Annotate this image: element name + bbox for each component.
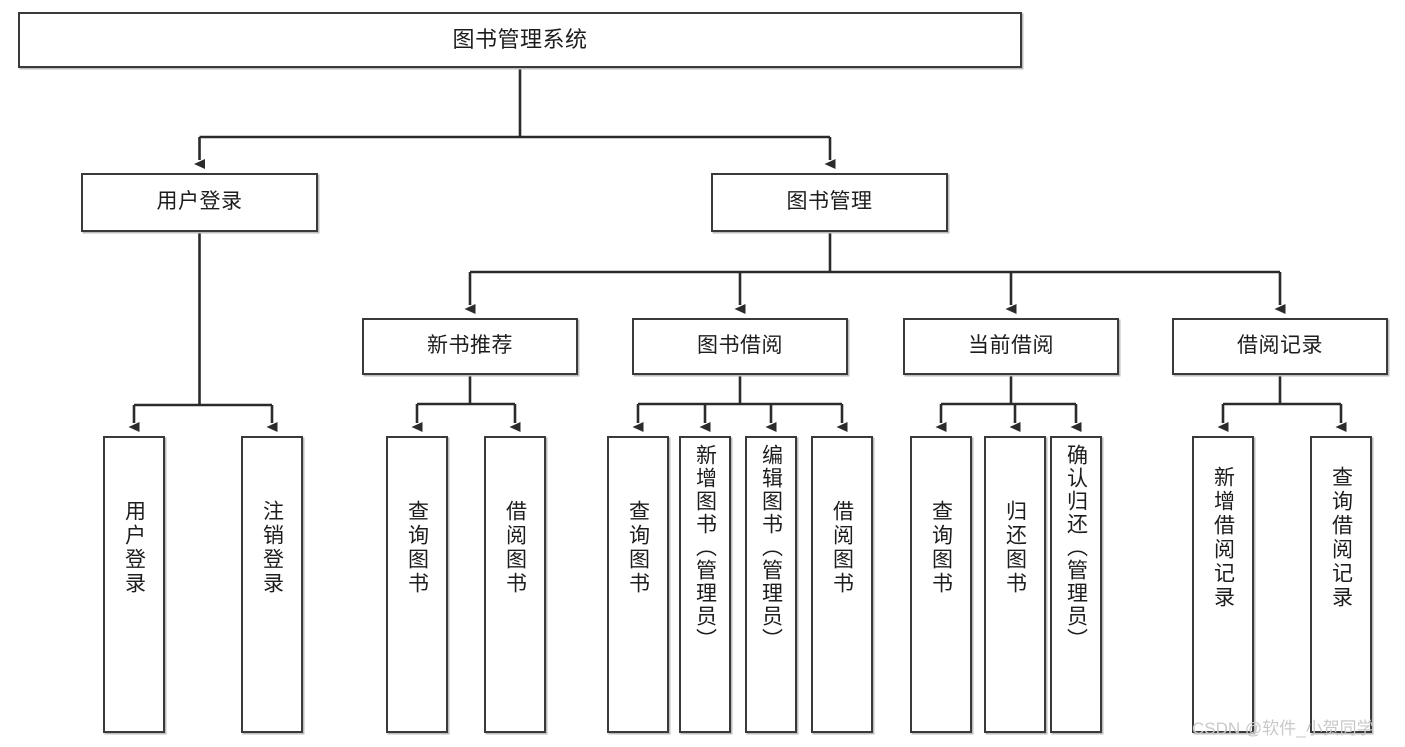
node-leaf-query-book-2-label: 查询图书 <box>626 500 650 596</box>
node-leaf-add-book[interactable]: 新增图书（管理员） <box>679 436 731 733</box>
node-book-borrow-label: 图书借阅 <box>697 334 783 358</box>
node-root-label: 图书管理系统 <box>452 27 588 53</box>
node-leaf-query-book-3[interactable]: 查询图书 <box>910 436 972 733</box>
node-leaf-edit-book-label: 编辑图书（管理员） <box>759 444 783 651</box>
node-leaf-query-record[interactable]: 查询借阅记录 <box>1310 436 1372 733</box>
node-leaf-query-record-label: 查询借阅记录 <box>1329 466 1353 610</box>
node-new-book-rec[interactable]: 新书推荐 <box>362 318 578 375</box>
node-borrow-record-label: 借阅记录 <box>1237 334 1323 358</box>
node-leaf-logout-label: 注销登录 <box>260 500 284 596</box>
node-leaf-add-book-label: 新增图书（管理员） <box>693 444 717 651</box>
node-leaf-query-book-1[interactable]: 查询图书 <box>386 436 448 733</box>
edge-group-book-manage <box>464 232 1286 314</box>
edge-group-borrow-record <box>1217 375 1347 432</box>
node-leaf-borrow-book-2-label: 借阅图书 <box>830 500 854 596</box>
node-user-login[interactable]: 用户登录 <box>81 173 318 232</box>
node-leaf-borrow-book-1[interactable]: 借阅图书 <box>484 436 546 733</box>
node-leaf-edit-book[interactable]: 编辑图书（管理员） <box>745 436 797 733</box>
node-root[interactable]: 图书管理系统 <box>18 12 1022 68</box>
node-leaf-user-login[interactable]: 用户登录 <box>103 436 165 733</box>
node-leaf-query-book-1-label: 查询图书 <box>405 500 429 596</box>
node-current-borrow-label: 当前借阅 <box>968 334 1054 358</box>
node-new-book-rec-label: 新书推荐 <box>427 334 513 358</box>
node-leaf-query-book-2[interactable]: 查询图书 <box>607 436 669 733</box>
edge-group-user-login <box>128 232 278 432</box>
node-leaf-user-login-label: 用户登录 <box>122 500 146 596</box>
edge-group-new-book-rec <box>411 375 521 432</box>
node-leaf-return-book[interactable]: 归还图书 <box>984 436 1046 733</box>
edge-group-book-borrow <box>632 375 848 432</box>
edge-group-current-borrow <box>935 375 1082 432</box>
node-leaf-confirm-return-label: 确认归还（管理员） <box>1064 444 1088 651</box>
node-book-manage[interactable]: 图书管理 <box>711 173 948 232</box>
edge-group-root <box>194 68 836 169</box>
node-leaf-logout[interactable]: 注销登录 <box>241 436 303 733</box>
node-book-borrow[interactable]: 图书借阅 <box>632 318 848 375</box>
node-current-borrow[interactable]: 当前借阅 <box>903 318 1119 375</box>
node-user-login-label: 用户登录 <box>156 190 243 214</box>
node-leaf-return-book-label: 归还图书 <box>1003 500 1027 596</box>
node-book-manage-label: 图书管理 <box>786 190 873 214</box>
node-leaf-borrow-book-1-label: 借阅图书 <box>503 500 527 596</box>
node-borrow-record[interactable]: 借阅记录 <box>1172 318 1388 375</box>
node-leaf-borrow-book-2[interactable]: 借阅图书 <box>811 436 873 733</box>
node-leaf-confirm-return[interactable]: 确认归还（管理员） <box>1050 436 1102 733</box>
node-leaf-query-book-3-label: 查询图书 <box>929 500 953 596</box>
node-leaf-add-record-label: 新增借阅记录 <box>1211 466 1235 610</box>
node-leaf-add-record[interactable]: 新增借阅记录 <box>1192 436 1254 733</box>
